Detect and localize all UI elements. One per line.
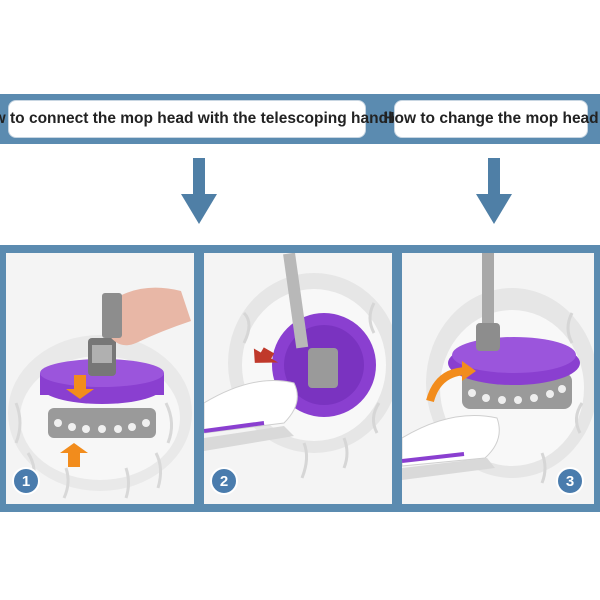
change-instruction-label: How to change the mop head: [383, 100, 599, 138]
step-number-badge: 1: [12, 467, 40, 495]
connect-instruction-label: How to connect the mop head with the tel…: [0, 100, 401, 138]
down-arrow-icon: [181, 158, 217, 224]
step-number-badge: 3: [556, 467, 584, 495]
mop-change-illustration: [402, 253, 594, 484]
step-1-panel: 1: [6, 253, 194, 504]
step-3-panel: 3: [402, 253, 594, 504]
mop-connect-illustration: [8, 287, 192, 499]
step-2-panel: 2: [204, 253, 392, 504]
step-number-badge: 2: [210, 467, 238, 495]
mop-lock-illustration: [204, 253, 392, 479]
down-arrow-icon: [476, 158, 512, 224]
